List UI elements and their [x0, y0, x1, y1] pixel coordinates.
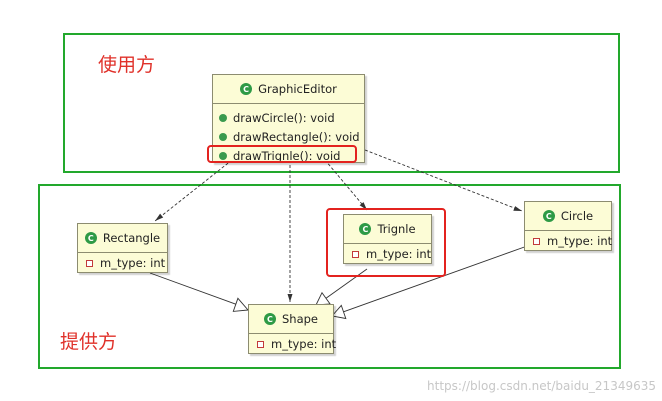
- shape-header: C Shape: [249, 305, 333, 333]
- provider-region-label: 提供方: [60, 331, 118, 353]
- dependency-editor-circle: [364, 149, 523, 212]
- dependency-editor-trignle: [324, 159, 368, 211]
- class-name: Circle: [560, 209, 594, 223]
- field-row: m_type: int: [344, 244, 431, 264]
- inheritance-circle-shape: [343, 244, 531, 313]
- private-field-icon: [352, 250, 359, 258]
- highlight-trignle-class: [326, 208, 446, 277]
- class-icon: C: [359, 223, 372, 235]
- field-label: m_type: int: [366, 247, 432, 261]
- class-name: Rectangle: [102, 231, 161, 245]
- method-label: drawTrignle(): void: [233, 148, 341, 163]
- field-label: m_type: int: [547, 234, 613, 248]
- compartment-divider: [344, 243, 431, 244]
- class-icon: C: [542, 210, 555, 222]
- rectangle-header: C Rectangle: [78, 224, 167, 252]
- shape-class[interactable]: C Shape m_type: int: [248, 304, 337, 354]
- circle-header: C Circle: [525, 202, 611, 230]
- circle-class[interactable]: C Circle m_type: int: [524, 201, 612, 251]
- method-row: drawRectangle(): void: [213, 127, 364, 146]
- dependency-editor-rectangle: [154, 159, 233, 222]
- generalization-arrowhead-circle: [331, 304, 347, 320]
- inheritance-rectangle-shape: [149, 272, 237, 305]
- provider-region: [38, 184, 621, 369]
- public-method-icon: [219, 132, 227, 141]
- watermark: https://blog.csdn.net/baidu_21349635: [427, 379, 656, 393]
- class-name: Trignle: [377, 222, 416, 236]
- user-region: [63, 33, 620, 173]
- method-row: drawTrignle(): void: [213, 146, 364, 165]
- field-row: m_type: int: [249, 334, 337, 354]
- graphic-editor-class[interactable]: C GraphicEditor drawCircle(): void drawR…: [212, 74, 365, 163]
- field-row: m_type: int: [78, 253, 167, 273]
- trignle-class[interactable]: C Trignle m_type: int: [343, 214, 432, 264]
- field-label: m_type: int: [271, 337, 337, 351]
- user-region-label: 使用方: [98, 54, 156, 76]
- private-field-icon: [533, 237, 540, 245]
- compartment-divider: [525, 230, 611, 231]
- public-method-icon: [219, 151, 227, 160]
- generalization-arrowhead-rectangle: [232, 297, 249, 312]
- compartment-divider: [78, 252, 167, 253]
- private-field-icon: [86, 259, 93, 267]
- inheritance-trignle-shape: [325, 268, 368, 299]
- compartment-divider: [249, 333, 333, 334]
- class-name: GraphicEditor: [258, 82, 337, 96]
- class-icon: C: [263, 313, 276, 325]
- graphic-editor-header: C GraphicEditor: [213, 75, 364, 103]
- dependency-arrowhead-shape: [287, 294, 293, 302]
- public-method-icon: [219, 113, 227, 122]
- class-name: Shape: [281, 312, 318, 326]
- field-row: m_type: int: [525, 231, 613, 251]
- class-icon: C: [240, 83, 253, 95]
- trignle-header: C Trignle: [344, 215, 431, 243]
- method-row: drawCircle(): void: [213, 108, 364, 127]
- rectangle-class[interactable]: C Rectangle m_type: int: [77, 223, 168, 273]
- highlight-draw-trignle: [207, 145, 357, 163]
- dependency-arrowhead-rectangle: [155, 213, 164, 221]
- class-icon: C: [84, 232, 97, 244]
- dependency-arrowhead-circle: [513, 206, 522, 211]
- method-label: drawRectangle(): void: [233, 129, 360, 144]
- method-label: drawCircle(): void: [233, 110, 335, 125]
- field-label: m_type: int: [100, 256, 166, 270]
- compartment-divider: [213, 103, 364, 104]
- private-field-icon: [257, 340, 264, 348]
